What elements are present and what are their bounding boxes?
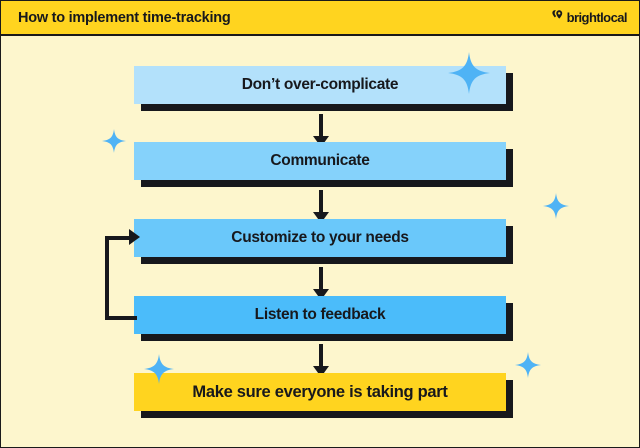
brand-name: brightlocal [566,10,628,25]
flow-step-5-label: Make sure everyone is taking part [192,382,448,401]
flow-step-2-box[interactable]: Communicate [134,142,506,180]
flow-step-4-box[interactable]: Listen to feedback [134,296,506,334]
page-title: How to implement time-tracking [18,9,231,26]
flow-step-4[interactable]: Listen to feedback [134,296,513,341]
arrow-head-icon [313,289,329,300]
loop-bottom-segment [105,316,137,320]
flow-step-4-label: Listen to feedback [254,306,386,323]
sparkle-right-middle-icon [543,193,569,219]
feedback-loop-connector [105,228,141,322]
flow-step-3[interactable]: Customize to your needs [134,219,513,264]
arrow-step1-to-step2 [313,114,329,147]
loop-arrow-head-icon [129,228,140,245]
flow-step-2[interactable]: Communicate [134,142,513,187]
header-bar: How to implement time-tracking brightloc… [1,1,639,36]
loop-vertical-segment [105,236,109,320]
arrow-step2-to-step3 [313,190,329,223]
flow-step-1-label: Don’t over-complicate [241,76,399,93]
flow-step-2-label: Communicate [270,152,370,169]
flow-step-3-label: Customize to your needs [231,229,409,246]
arrow-head-icon [313,136,329,147]
flow-step-5-box[interactable]: Make sure everyone is taking part [134,373,506,411]
sparkle-left-upper-icon [102,129,126,153]
sparkle-bottom-right-icon [515,352,541,378]
flow-step-5[interactable]: Make sure everyone is taking part [134,373,513,418]
flow-step-1-box[interactable]: Don’t over-complicate [134,66,506,104]
brand-logo: brightlocal [551,9,628,27]
arrow-head-icon [313,212,329,223]
flow-step-3-box[interactable]: Customize to your needs [134,219,506,257]
arrow-step3-to-step4 [313,267,329,300]
arrow-head-icon [313,366,329,377]
location-pin-icon [551,9,564,27]
loop-top-segment [105,236,131,240]
flow-step-1[interactable]: Don’t over-complicate [134,66,513,111]
arrow-step4-to-step5 [313,344,329,377]
